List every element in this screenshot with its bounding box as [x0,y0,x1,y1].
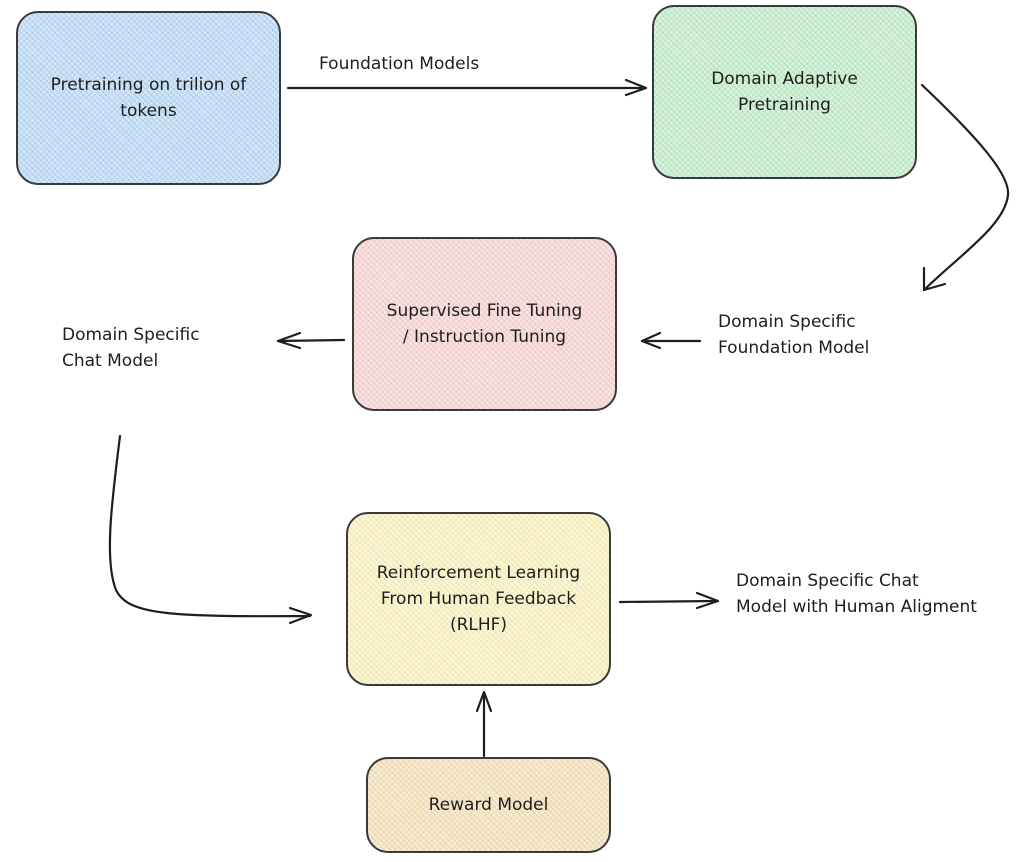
arrow-domain-adaptive-to-foundation-model [920,83,1010,292]
arrowhead-sft-to-chat-model [276,331,302,350]
arrowhead-foundation-model-to-sft [640,331,662,350]
edge-label-foundation-models: Foundation Models [319,54,480,74]
node-domain-adaptive-pretraining: Domain Adaptive Pretraining [652,5,917,179]
arrowhead-rlhf-to-aligned-model [695,591,720,610]
node-domain-adaptive-label: Domain Adaptive Pretraining [711,69,858,115]
label-domain-specific-chat-model: Domain Specific Chat Model [62,325,200,371]
node-rlhf-label: Reinforcement Learning From Human Feedba… [376,563,581,635]
node-pretraining-label: Pretraining on trilion of tokens [50,75,247,121]
node-supervised-fine-tuning: Supervised Fine Tuning / Instruction Tun… [352,237,617,411]
arrowhead-reward-to-rlhf [475,690,493,713]
label-domain-specific-foundation-model: Domain Specific Foundation Model [718,312,870,358]
node-reward-model-label: Reward Model [428,795,549,815]
arrowhead-chat-model-to-rlhf [288,606,313,625]
arrow-rlhf-to-aligned-model [618,599,718,604]
arrow-chat-model-to-rlhf [108,434,312,618]
label-domain-specific-chat-model-aligned: Domain Specific Chat Model with Human Al… [736,571,977,617]
node-rlhf: Reinforcement Learning From Human Feedba… [346,512,611,686]
arrowhead-domain-adaptive-to-foundation-model [922,266,947,292]
node-reward-model: Reward Model [366,757,611,853]
arrowhead-pretraining-to-domain-adaptive [624,78,648,97]
node-pretraining: Pretraining on trilion of tokens [16,11,281,185]
node-sft-label: Supervised Fine Tuning / Instruction Tun… [386,301,583,347]
arrow-sft-to-chat-model [276,338,346,343]
